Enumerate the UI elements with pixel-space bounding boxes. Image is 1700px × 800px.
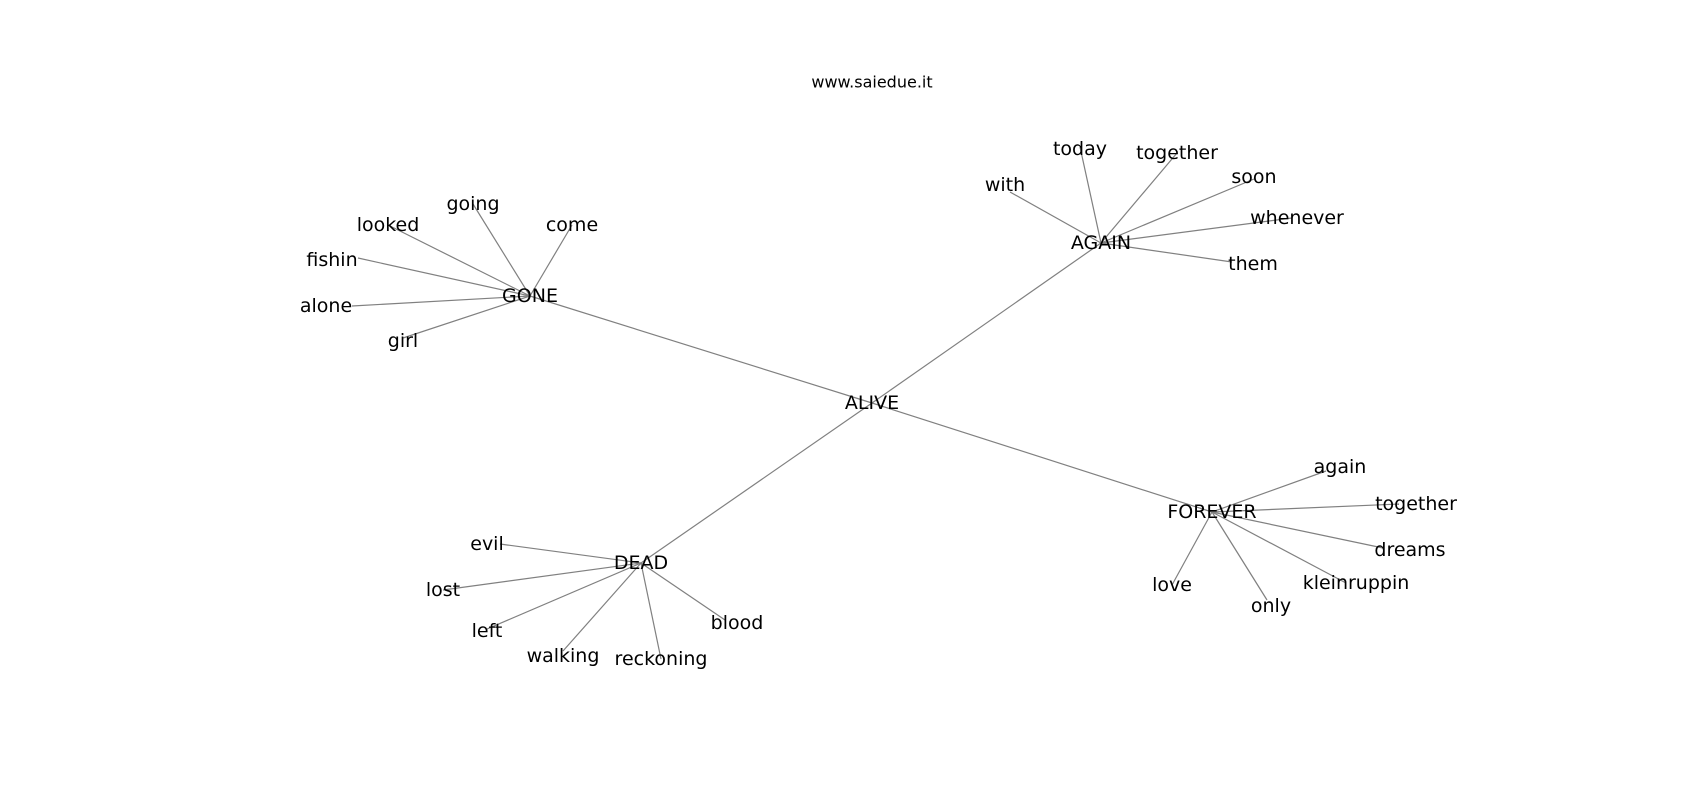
edge-dead-reckoning [640, 562, 662, 660]
edge-dead-blood [640, 562, 726, 621]
node-leaf-blood: blood [711, 612, 764, 634]
node-leaf-only: only [1251, 595, 1291, 617]
edge-dead-left [486, 562, 642, 630]
node-leaf-going: going [446, 193, 499, 215]
site-title: www.saiedue.it [811, 73, 932, 92]
edge-root-gone [529, 295, 873, 404]
node-root: ALIVE [845, 392, 899, 414]
edge-forever-only [1211, 511, 1268, 601]
node-leaf-kleinruppin: kleinruppin [1303, 572, 1410, 594]
edge-again-whenever [1100, 217, 1293, 244]
node-hub-gone: GONE [502, 285, 558, 307]
edge-gone-girl [402, 295, 531, 339]
node-leaf-come: come [546, 214, 598, 236]
edge-forever-kleinruppin [1211, 511, 1347, 584]
node-leaf-dreams: dreams [1374, 539, 1445, 561]
edge-again-together [1100, 152, 1178, 244]
node-leaf-girl: girl [388, 330, 418, 352]
node-leaf-alone: alone [300, 295, 352, 317]
node-leaf-with: with [985, 174, 1025, 196]
edge-dead-evil [499, 543, 642, 564]
node-leaf-them: them [1228, 253, 1278, 275]
node-hub-again: AGAIN [1071, 232, 1131, 254]
node-leaf-reckoning: reckoning [615, 648, 708, 670]
node-leaf-again: again [1314, 456, 1367, 478]
node-leaf-today: today [1053, 138, 1107, 160]
edge-gone-fishin [357, 257, 531, 297]
edge-gone-come [529, 224, 573, 297]
node-leaf-together: together [1136, 142, 1218, 164]
node-leaf-lost: lost [426, 579, 460, 601]
edge-root-again [871, 242, 1102, 404]
edge-gone-looked [387, 224, 531, 297]
node-leaf-walking: walking [527, 645, 600, 667]
node-leaf-together: together [1375, 493, 1457, 515]
node-hub-dead: DEAD [614, 552, 668, 574]
edge-dead-walking [562, 562, 642, 652]
edge-forever-together [1211, 503, 1400, 513]
node-leaf-evil: evil [470, 533, 504, 555]
edge-again-them [1100, 242, 1233, 263]
edge-forever-love [1171, 511, 1213, 586]
edge-again-with [1009, 191, 1102, 244]
edge-dead-lost [442, 562, 642, 591]
edge-gone-going [472, 203, 531, 297]
node-hub-forever: FOREVER [1167, 501, 1256, 523]
edge-root-dead [640, 402, 873, 564]
node-leaf-looked: looked [357, 214, 420, 236]
edge-again-soon [1100, 178, 1255, 244]
edge-forever-again [1211, 470, 1327, 513]
node-leaf-left: left [472, 620, 503, 642]
node-leaf-love: love [1152, 574, 1192, 596]
node-leaf-fishin: fishin [306, 249, 357, 271]
edges-layer [351, 146, 1400, 660]
edge-again-today [1079, 146, 1102, 244]
node-leaf-soon: soon [1231, 166, 1276, 188]
edge-root-forever [871, 402, 1213, 513]
edge-gone-alone [351, 295, 531, 307]
node-leaf-whenever: whenever [1250, 207, 1344, 229]
edge-forever-dreams [1211, 511, 1384, 549]
